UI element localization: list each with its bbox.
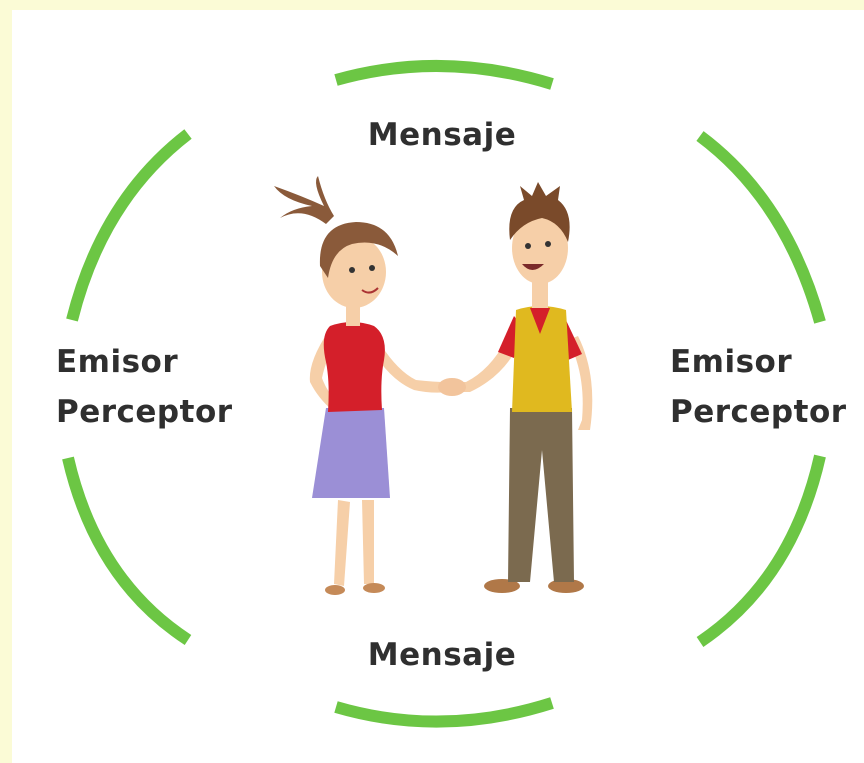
man-neck <box>532 282 548 308</box>
man-collar <box>530 308 550 334</box>
man-shoe-left <box>484 579 520 593</box>
right-label-line1: Emisor <box>670 344 793 380</box>
message-bottom-text: Mensaje <box>367 637 517 673</box>
sender-receiver-label-right: Emisor Perceptor <box>670 337 847 437</box>
left-label-line2: Perceptor <box>56 394 233 430</box>
man-eye-left <box>525 243 531 249</box>
message-label-bottom: Mensaje <box>332 630 552 680</box>
woman-eye-right <box>369 265 375 271</box>
man-eye-right <box>545 241 551 247</box>
left-label-line1: Emisor <box>56 344 179 380</box>
right-label-line2: Perceptor <box>670 394 847 430</box>
woman-shoe-right <box>363 583 385 593</box>
communication-cycle-diagram <box>62 59 826 728</box>
arc-bottom <box>334 697 554 728</box>
man-vest <box>512 306 572 412</box>
man-right-arm <box>568 336 593 430</box>
man-pants <box>508 408 574 582</box>
cycle-arcs <box>62 59 826 728</box>
woman-figure <box>274 176 448 595</box>
woman-skirt <box>312 408 390 498</box>
message-label-top: Mensaje <box>332 110 552 160</box>
woman-mouth <box>361 287 379 294</box>
arc-lower-right <box>696 454 826 647</box>
arc-lower-left <box>62 456 192 646</box>
handshake <box>438 378 466 396</box>
woman-eye-left <box>349 267 355 273</box>
woman-ponytail <box>274 176 334 224</box>
woman-neck <box>346 302 360 326</box>
woman-hair <box>319 222 398 278</box>
sender-receiver-label-left: Emisor Perceptor <box>56 337 233 437</box>
man-shoe-right <box>548 579 584 593</box>
man-hair <box>509 182 570 242</box>
woman-legs <box>334 500 374 586</box>
arc-upper-right <box>696 131 826 324</box>
man-figure <box>456 182 593 593</box>
arc-upper-left <box>66 129 192 322</box>
man-mouth <box>522 264 544 270</box>
woman-top <box>323 322 385 412</box>
arc-top <box>334 59 554 90</box>
woman-shoe-left <box>325 585 345 595</box>
diagram-canvas: Mensaje Mensaje Emisor Perceptor Emisor … <box>12 10 864 763</box>
message-top-text: Mensaje <box>367 117 517 153</box>
